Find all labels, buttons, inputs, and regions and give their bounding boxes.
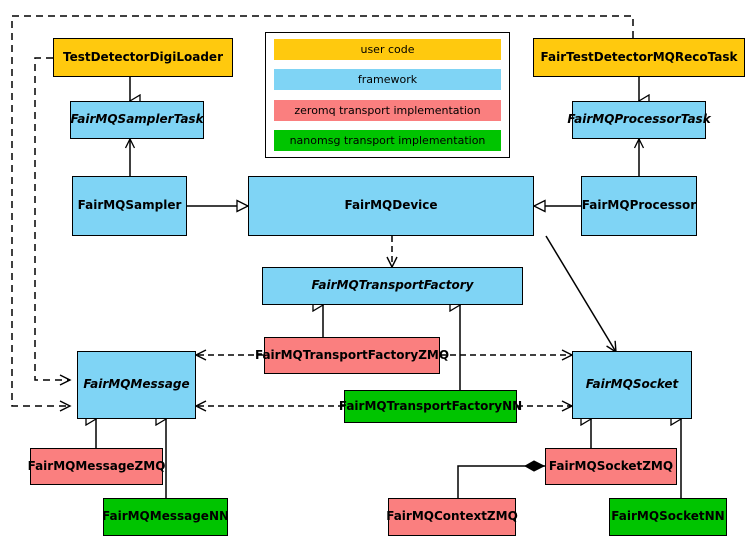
class-node-fairmq-processor-task[interactable]: FairMQProcessorTask [567,101,711,139]
class-node-label: FairMQSocket [585,377,679,392]
class-node-fairmq-sampler-task[interactable]: FairMQSamplerTask [70,101,204,139]
class-node-label: FairTestDetectorMQRecoTask [540,49,738,64]
class-node-label: FairMQDevice [344,198,438,213]
class-node-label: FairMQProcessor [581,198,697,213]
legend-item-nanomsg: nanomsg transport implementation [274,129,501,151]
class-node-label: FairMQMessageNN [101,509,230,524]
class-node-label: FairMQSamplerTask [70,112,204,127]
class-node-fairmq-transport-factory-zmq[interactable]: FairMQTransportFactoryZMQ [255,337,449,374]
class-node-label: FairMQSocketNN [611,509,725,524]
class-node-label: FairMQSocketZMQ [548,458,674,473]
legend-item-label: user code [360,43,415,56]
class-node-label: FairMQTransportFactoryZMQ [254,347,450,362]
class-node-fairmq-processor[interactable]: FairMQProcessor [581,176,697,236]
class-node-fairmq-sampler[interactable]: FairMQSampler [72,176,187,236]
class-node-test-detector-digi-loader[interactable]: TestDetectorDigiLoader [53,38,233,77]
legend-item-label: framework [357,73,418,87]
legend-item-label: nanomsg transport implementation [289,133,486,147]
class-node-fairmq-message-zmq[interactable]: FairMQMessageZMQ [27,448,166,485]
class-node-label: FairMQSampler [77,198,182,213]
class-node-fairmq-device[interactable]: FairMQDevice [248,176,534,236]
legend-item-zeromq: zeromq transport implementation [274,99,501,121]
class-node-label: FairMQProcessorTask [567,112,711,127]
class-node-fairmq-socket[interactable]: FairMQSocket [572,351,692,419]
class-node-fairmq-transport-factory[interactable]: FairMQTransportFactory [262,267,523,305]
class-node-fairmq-message-nn[interactable]: FairMQMessageNN [101,498,230,536]
legend-panel: user code framework zeromq transport imp… [265,32,510,158]
class-node-label: FairMQTransportFactory [311,278,474,293]
class-node-fairmq-message[interactable]: FairMQMessage [77,351,196,419]
class-node-fair-test-detector-mq-reco-task[interactable]: FairTestDetectorMQRecoTask [533,38,745,77]
class-node-fairmq-socket-zmq[interactable]: FairMQSocketZMQ [545,448,677,485]
class-node-label: FairMQContextZMQ [386,509,518,524]
legend-item-label: zeromq transport implementation [294,103,481,117]
class-node-label: FairMQMessage [83,377,190,392]
class-node-fairmq-transport-factory-nn[interactable]: FairMQTransportFactoryNN [339,390,522,423]
class-node-label: FairMQMessageZMQ [27,458,166,473]
class-node-fairmq-context-zmq[interactable]: FairMQContextZMQ [386,498,518,536]
class-node-label: TestDetectorDigiLoader [62,49,223,64]
class-node-fairmq-socket-nn[interactable]: FairMQSocketNN [609,498,727,536]
class-node-label: FairMQTransportFactoryNN [338,398,523,413]
legend-item-framework: framework [274,69,501,91]
legend-item-user-code: user code [274,39,501,60]
